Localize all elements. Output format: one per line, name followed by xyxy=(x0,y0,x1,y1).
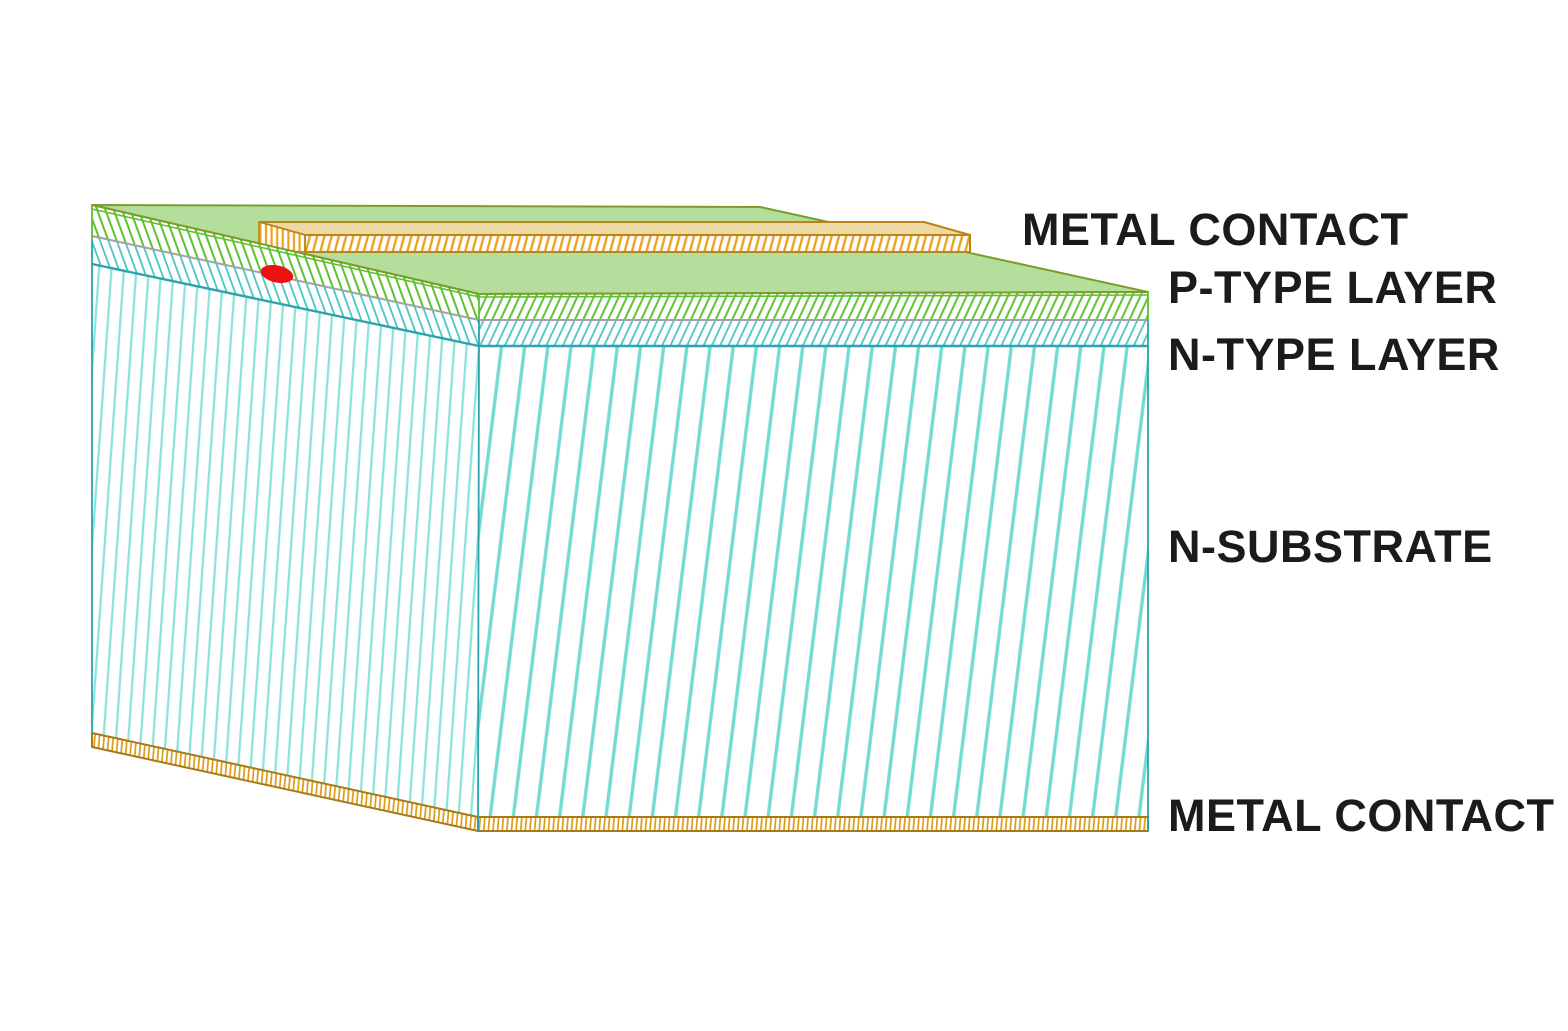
metal-contact-bar xyxy=(258,221,971,253)
left-face xyxy=(91,204,480,832)
label-metal-contact-top: METAL CONTACT xyxy=(1022,204,1409,255)
metal-bar-top-face xyxy=(258,221,971,236)
front-face xyxy=(477,291,1149,832)
label-p-type-layer: P-TYPE LAYER xyxy=(1168,262,1498,313)
label-metal-contact-bottom: METAL CONTACT xyxy=(1168,790,1555,841)
label-n-type-layer: N-TYPE LAYER xyxy=(1168,329,1500,380)
junction-red-dot xyxy=(260,265,294,283)
label-n-substrate: N-SUBSTRATE xyxy=(1168,521,1493,572)
